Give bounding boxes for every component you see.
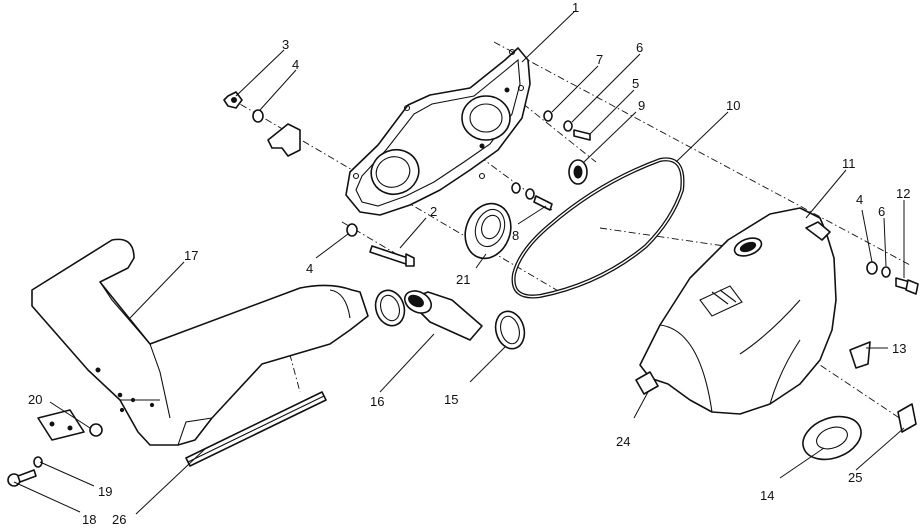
callout-13: 13 [892, 341, 906, 356]
clamp-left[interactable] [371, 287, 409, 330]
seal[interactable] [458, 197, 518, 265]
bolt-12[interactable] [895, 277, 919, 295]
callout-17: 17 [184, 248, 198, 263]
bracket[interactable] [267, 123, 301, 157]
callout-25: 25 [848, 470, 862, 485]
large-washer[interactable] [568, 159, 588, 185]
decal-25[interactable] [897, 403, 917, 433]
washer-4-right[interactable] [866, 261, 878, 275]
callout-12: 12 [896, 186, 910, 201]
bolt-8-group[interactable] [511, 182, 553, 211]
callout-labels: 1 2 3 4 4 4 5 6 6 7 8 9 10 11 12 13 14 1… [28, 0, 910, 527]
screw-18[interactable] [7, 469, 37, 487]
callout-4-top: 4 [292, 57, 299, 72]
clamp-right[interactable] [492, 308, 529, 352]
bolt-20[interactable] [89, 423, 103, 437]
washer-4-left[interactable] [346, 223, 358, 237]
callout-2: 2 [430, 204, 437, 219]
washer-6-right[interactable] [881, 266, 891, 278]
outer-cover[interactable] [639, 207, 837, 415]
callout-1: 1 [572, 0, 579, 15]
bolt-5[interactable] [573, 129, 591, 141]
callout-6-top: 6 [636, 40, 643, 55]
callout-16: 16 [370, 394, 384, 409]
washer-6[interactable] [563, 120, 573, 132]
washer-4-top[interactable] [252, 109, 264, 123]
callout-3: 3 [282, 37, 289, 52]
callout-4-left: 4 [306, 261, 313, 276]
callout-11: 11 [842, 156, 856, 171]
intake-duct-body [31, 238, 369, 446]
inner-cover[interactable] [345, 47, 531, 216]
tube[interactable] [401, 287, 483, 341]
callout-19: 19 [98, 484, 112, 499]
cover-latch[interactable] [635, 371, 659, 395]
callout-15: 15 [444, 392, 458, 407]
callout-8: 8 [512, 228, 519, 243]
callout-6-right: 6 [878, 204, 885, 219]
washer-7[interactable] [543, 110, 553, 122]
callout-14: 14 [760, 488, 774, 503]
callout-4-right: 4 [856, 192, 863, 207]
callout-18: 18 [82, 512, 96, 527]
callout-24: 24 [616, 434, 630, 449]
callout-5: 5 [632, 76, 639, 91]
nut-3[interactable] [223, 91, 243, 109]
bolt-2[interactable] [369, 245, 415, 267]
callout-26: 26 [112, 512, 126, 527]
washer-19[interactable] [33, 456, 43, 468]
leader-lines [13, 11, 905, 515]
callout-10: 10 [726, 98, 740, 113]
duct-strip[interactable] [185, 391, 327, 467]
callout-20: 20 [28, 392, 42, 407]
intake-duct[interactable] [31, 238, 369, 446]
drive-belt[interactable] [511, 157, 685, 299]
plate-20[interactable] [37, 409, 85, 441]
callout-9: 9 [638, 98, 645, 113]
decal-13[interactable] [849, 341, 871, 369]
callout-7: 7 [596, 52, 603, 67]
disc[interactable] [797, 409, 867, 467]
callout-21: 21 [456, 272, 470, 287]
